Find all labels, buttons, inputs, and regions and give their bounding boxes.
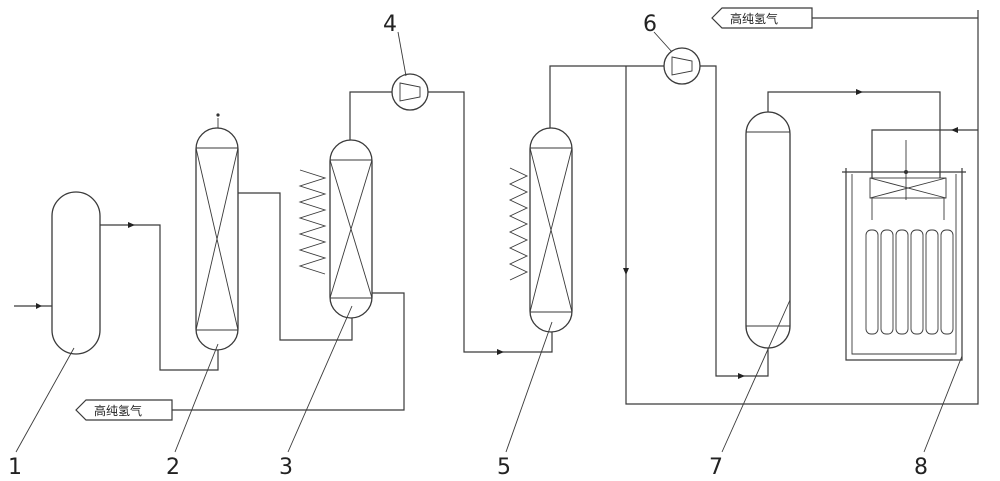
pipe-1-to-2 [100,222,219,371]
label-7: 7 [709,455,723,480]
pipe-2-to-3 [238,192,353,341]
pipe-7-to-8 [767,89,941,178]
heater-coil-3 [298,169,327,275]
hydrogen-tag-top-text: 高纯氢气 [730,11,778,26]
heater-coil-5 [508,167,529,281]
hydrogen-tag-top: 高纯氢气 [711,7,813,29]
leader-lines [15,31,963,453]
label-3: 3 [279,455,293,480]
label-6: 6 [643,12,657,37]
label-4: 4 [383,12,397,37]
column-3 [329,139,373,319]
label-1: 1 [8,455,22,480]
hydrogen-line-bottom [172,292,405,411]
bypass-line [623,10,979,405]
pipe-3-to-4 [349,91,392,140]
hydrogen-line-top [812,17,978,178]
vessel-7 [745,111,791,349]
compressor-4 [391,73,429,111]
compressor-6 [663,47,701,85]
pipe-6-to-7 [700,65,769,379]
hydrogen-tag-bottom: 高纯氢气 [75,399,173,421]
label-2: 2 [166,455,180,480]
feed-inlet-line [14,303,52,309]
label-8: 8 [914,455,928,480]
column-5 [529,127,573,333]
column-2 [195,113,239,351]
unit-8 [842,140,966,361]
label-5: 5 [497,455,511,480]
vessel-1 [51,191,101,355]
hydrogen-tag-bottom-text: 高纯氢气 [94,403,142,418]
pipe-4-to-5 [428,91,553,355]
pipe-5-to-6 [549,65,664,128]
cylinder-bank [865,229,954,335]
